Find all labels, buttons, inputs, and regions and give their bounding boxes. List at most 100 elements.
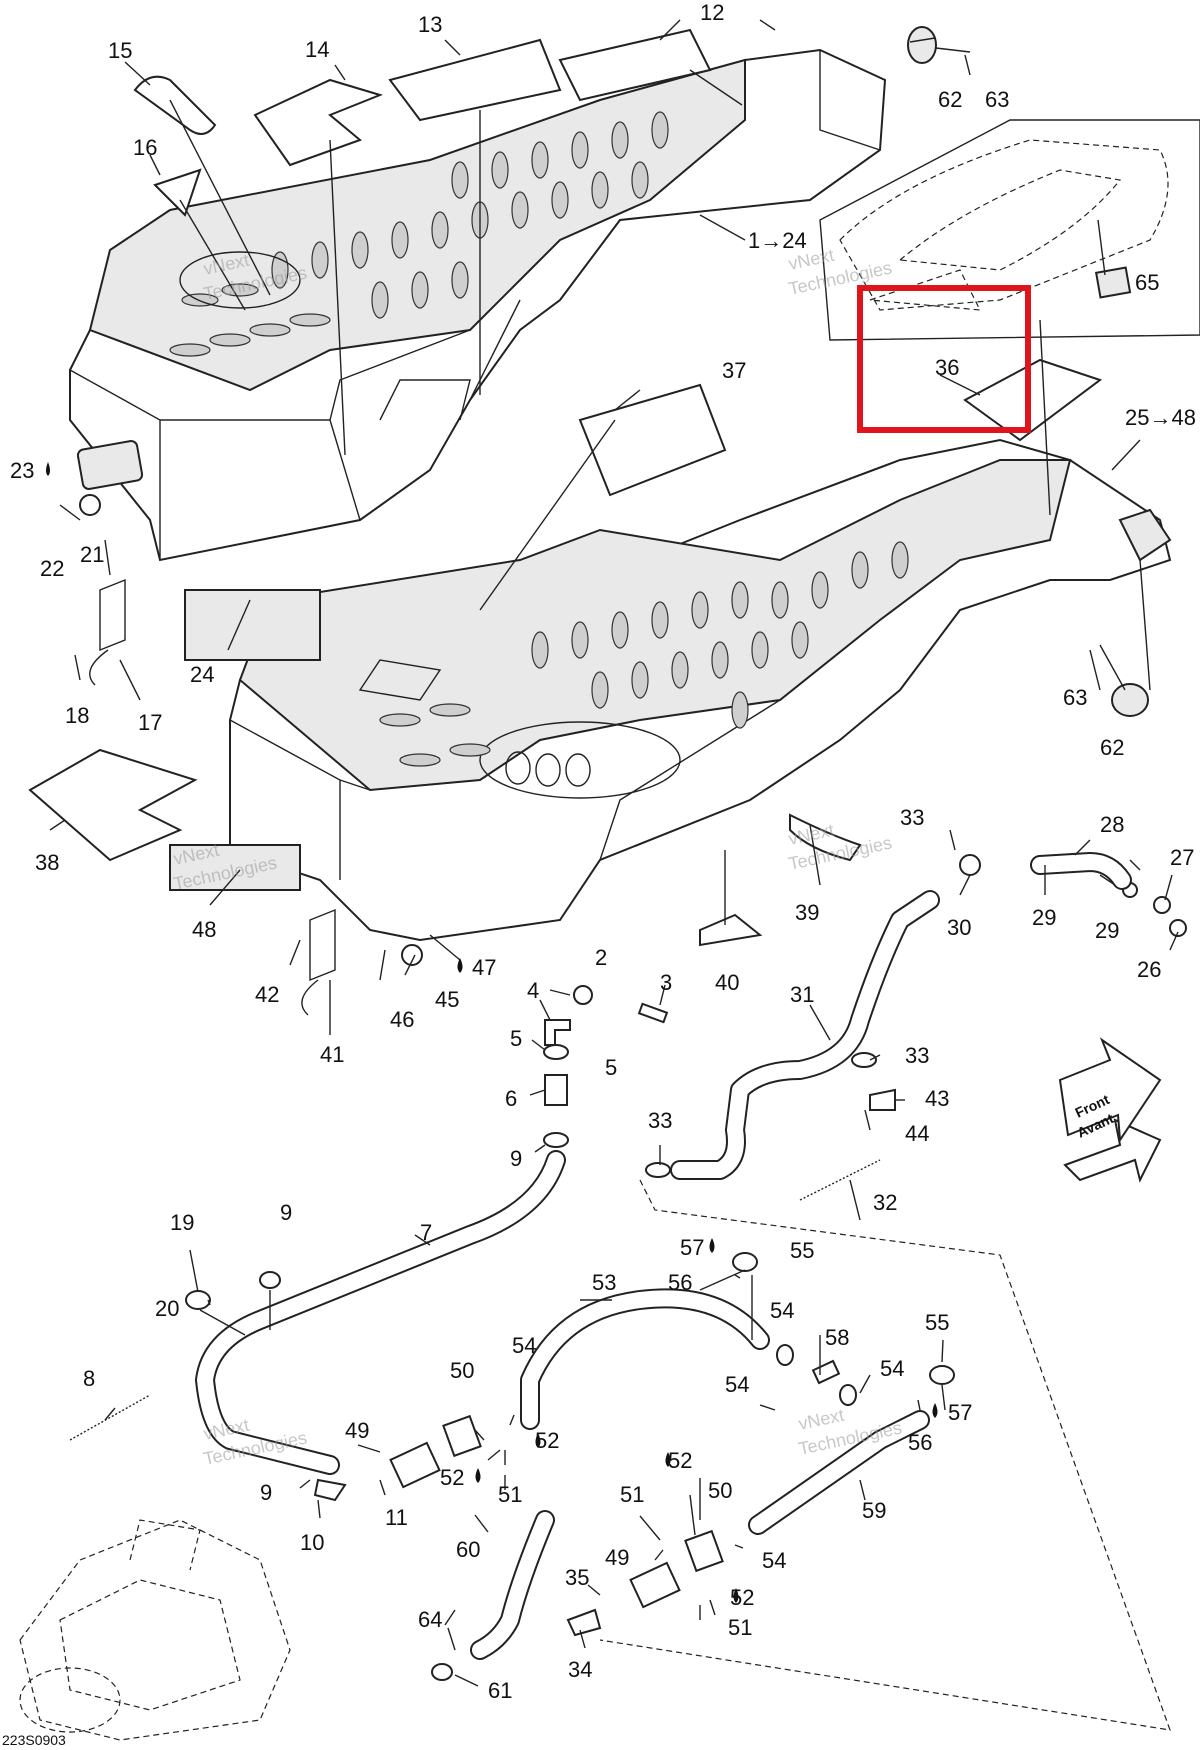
callout-36: 36 [935,355,959,380]
callout-1-24: 1→24 [748,228,807,253]
clamp-61 [431,1663,453,1681]
hook-17 [99,578,126,652]
cap-62-right [1111,683,1149,717]
clamp-9b [259,1271,281,1289]
callout-49b: 49 [605,1545,629,1570]
clamp-2 [573,985,593,1005]
pad-37 [578,383,727,497]
callout-19: 19 [170,1210,194,1235]
callout-33c: 33 [648,1108,672,1133]
drop-icon [932,1403,938,1418]
label-24 [184,589,321,661]
drop-icon [475,1468,481,1483]
callout-54e: 54 [762,1548,786,1573]
callout-55a: 55 [790,1238,814,1263]
callout-44: 44 [905,1121,929,1146]
pad-15 [133,75,217,135]
valve-49b [629,1561,681,1609]
valve-45 [401,944,423,966]
spring-32 [799,1159,881,1201]
callout-55b: 55 [925,1310,949,1335]
hook-41 [309,908,336,982]
jet-pump [19,1519,291,1741]
callout-46: 46 [390,1007,414,1032]
pad-39 [789,813,862,862]
callout-58: 58 [825,1325,849,1350]
pump-line-boundary [599,1179,1171,1731]
callout-62b: 62 [1100,735,1124,760]
callout-28: 28 [1100,812,1124,837]
callout-37: 37 [722,358,746,383]
valve-49a [389,1441,441,1489]
callout-41: 41 [320,1042,344,1067]
callout-29b: 29 [1095,918,1119,943]
leader-lines [49,19,1179,1687]
callout-47: 47 [472,955,496,980]
callout-56a: 56 [668,1270,692,1295]
callout-25-48: 25→48 [1125,405,1196,430]
lower-tank-tread [379,541,909,767]
fitting-26 [1169,919,1187,937]
callout-16: 16 [133,135,157,160]
callout-35: 35 [565,1565,589,1590]
pad-38 [28,748,198,862]
callout-59: 59 [862,1498,886,1523]
inset-view [819,119,1200,341]
callout-63a: 63 [985,87,1009,112]
valve-6 [544,1074,568,1106]
callout-13: 13 [418,12,442,37]
clamp-43 [869,1088,896,1111]
fitting-34 [566,1608,602,1637]
lower-fuel-tank [229,438,1172,942]
callout-54a: 54 [770,1298,794,1323]
callout-45: 45 [435,987,459,1012]
callout-27: 27 [1170,845,1194,870]
callout-34: 34 [568,1657,592,1682]
callout-63b: 63 [1063,685,1087,710]
callout-22: 22 [40,556,64,581]
elbow-4 [544,1019,571,1046]
callout-57b: 57 [948,1400,972,1425]
callout-49a: 49 [345,1418,369,1443]
clamp-55b [929,1365,955,1385]
callout-50b: 50 [708,1478,732,1503]
callout-32: 32 [873,1190,897,1215]
callout-5b: 5 [605,1055,617,1080]
callout-43: 43 [925,1086,949,1111]
callout-54d: 54 [725,1372,749,1397]
callout-61: 61 [488,1678,512,1703]
pad-16 [153,168,202,217]
callout-62a: 62 [938,87,962,112]
drop-icon [457,958,463,973]
callout-39: 39 [795,900,819,925]
callout-3: 3 [660,970,672,995]
clamp-54b [776,1344,794,1366]
callout-29a: 29 [1032,905,1056,930]
callout-54b: 54 [512,1333,536,1358]
callout-30: 30 [947,915,971,940]
callout-2: 2 [595,945,607,970]
callout-6: 6 [505,1086,517,1111]
callout-33a: 33 [900,805,924,830]
callout-7: 7 [420,1220,432,1245]
clamp-33c [645,1162,671,1178]
small-parts [69,26,1187,1681]
fitting-27 [1153,896,1171,914]
label-48 [169,844,301,891]
clamp-55a [732,1252,758,1272]
clamp-54c [839,1384,857,1406]
pad-36 [963,358,1103,442]
callout-5a: 5 [510,1026,522,1051]
callout-57a: 57 [680,1235,704,1260]
callout-65: 65 [1135,270,1159,295]
spring-8 [69,1394,151,1441]
label-65 [1094,266,1132,299]
callout-52b: 52 [668,1448,692,1473]
callout-33b: 33 [905,1043,929,1068]
callout-64: 64 [418,1607,442,1632]
callout-21: 21 [80,542,104,567]
valve-50a [442,1414,482,1458]
pad-13 [388,38,562,122]
fitting-10 [313,1478,347,1502]
